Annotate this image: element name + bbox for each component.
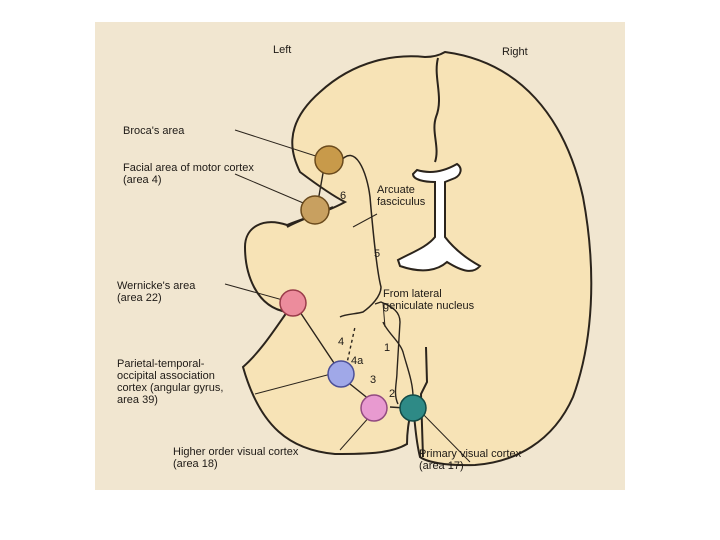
wernicke-area-marker (279, 289, 307, 317)
leader-broca (234, 129, 326, 160)
leader-geniculate (382, 302, 386, 328)
geniculate-path (382, 321, 414, 398)
primary-visual-cortex-marker (399, 394, 427, 422)
leader-higher-visual (339, 414, 372, 451)
angular-gyrus-label: Parietal-temporal- occipital association… (117, 358, 224, 406)
pathway-number-3: 3 (370, 374, 377, 386)
leader-facial (234, 173, 309, 206)
pathway-number-2: 2 (389, 388, 396, 400)
ventricle (396, 162, 482, 272)
higher-visual-label: Higher order visual cortex (area 18) (173, 446, 299, 470)
higher-visual-cortex-marker (360, 394, 388, 422)
wernicke-label: Wernicke's area (area 22) (117, 280, 196, 304)
posterior-fissure (419, 346, 429, 458)
arcuate-fasciculus-label: Arcuate fasciculus (377, 184, 426, 208)
longitudinal-fissure (433, 57, 440, 163)
left-hemisphere-label: Left (273, 44, 292, 56)
right-hemisphere-label: Right (502, 46, 528, 58)
leader-wernicke (224, 283, 291, 303)
arcuate-fasciculus-path (339, 154, 382, 318)
pathway-number-5: 5 (374, 248, 381, 260)
geniculate-label: From lateral geniculate nucleus (383, 288, 475, 312)
primary-visual-label: Primary visual cortex (area 17) (419, 448, 522, 472)
broca-label: Broca's area (123, 125, 185, 137)
pathway-trace (374, 301, 401, 405)
pathway-number-4: 4 (338, 336, 345, 348)
facial-motor-area-marker (300, 195, 330, 225)
brain-diagram (224, 50, 593, 467)
pathway-line-4 (299, 311, 341, 373)
broca-area-marker (314, 145, 344, 175)
leader-arcuate (352, 213, 378, 228)
pathway-number-1: 1 (384, 342, 391, 354)
facial-area-label: Facial area of motor cortex (area 4) (123, 162, 254, 186)
pathway-number-4a: 4a (351, 355, 364, 367)
pathway-number-6: 6 (340, 190, 347, 202)
leader-primary-visual (416, 407, 471, 463)
leader-parietal (254, 373, 332, 395)
angular-gyrus-marker (327, 360, 355, 388)
brain-language-pathway-figure: Left Right Broca's area Facial area of m… (95, 22, 625, 490)
